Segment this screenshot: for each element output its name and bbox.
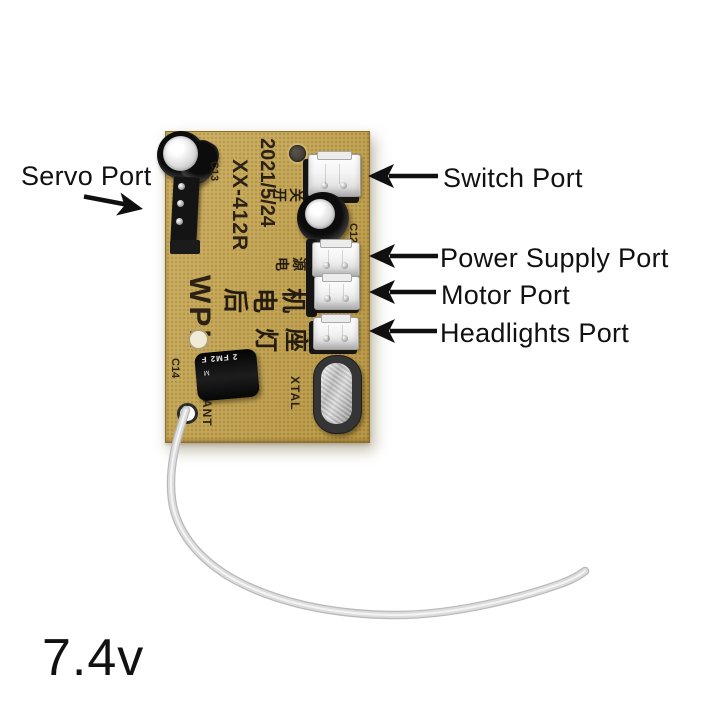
motor-port-label: Motor Port — [441, 280, 571, 310]
silkscreen-lamp-socket-cn: 灯座 — [252, 328, 309, 352]
silkscreen-xtal-label: XTAL — [288, 376, 302, 411]
headlights-port-arrow — [369, 319, 437, 343]
capacitor-c14: 2 FM2 F M — [194, 348, 260, 402]
connector-pin — [323, 262, 330, 269]
servo-port-arrow — [83, 192, 143, 216]
mounting-hole — [289, 145, 306, 162]
silkscreen-rear-motor-cn: 后电机 — [221, 287, 308, 314]
crystal-oscillator — [313, 355, 362, 434]
connector-pin — [324, 295, 331, 302]
servo-header-pin — [177, 200, 184, 207]
servo-header-pin — [176, 218, 183, 225]
capacitor-c13-top — [163, 136, 198, 171]
connector-pin — [341, 262, 348, 269]
capacitor-c14-polarity: M — [203, 368, 210, 377]
via-hole — [188, 329, 209, 350]
power-supply-port-label: Power Supply Port — [440, 243, 669, 273]
switch-connector — [308, 151, 361, 197]
connector-pin — [340, 182, 347, 189]
antenna-pad — [177, 403, 198, 424]
connector-pin — [342, 295, 349, 302]
servo-pin-header — [170, 176, 200, 244]
silkscreen-c13-label: C13 — [208, 161, 220, 182]
silkscreen-power-cn: 电源 — [274, 257, 307, 271]
silkscreen-ant-label: ANT — [200, 399, 214, 427]
motor-connector — [314, 273, 360, 310]
servo-header-pin — [178, 183, 185, 190]
silkscreen-c14-label: C14 — [169, 358, 181, 379]
servo-port-label: Servo Port — [21, 161, 152, 191]
servo-header-base — [170, 240, 200, 254]
silkscreen-date-code: 2021/5/24 — [256, 138, 278, 227]
voltage-label: 7.4v — [42, 629, 145, 687]
pcb-board: C13 XX-412R 2021/5/24 WPL 开关 C12 电源 后电机 … — [157, 131, 370, 443]
silkscreen-model: XX-412R — [228, 159, 251, 252]
crystal-oscillator-can — [321, 363, 352, 424]
headlights-connector — [313, 314, 359, 350]
switch-port-label: Switch Port — [443, 163, 583, 193]
silkscreen-switch-cn: 开关 — [272, 188, 304, 202]
connector-pin — [321, 182, 328, 189]
capacitor-c12-top — [305, 199, 335, 229]
connector-pin — [341, 335, 348, 342]
headlights-port-label: Headlights Port — [440, 318, 630, 348]
motor-port-arrow — [369, 280, 436, 304]
power-supply-port-arrow — [369, 244, 438, 268]
capacitor-c14-marking: 2 FM2 F — [200, 352, 238, 365]
power-connector — [312, 239, 360, 277]
connector-pin — [323, 335, 330, 342]
switch-port-arrow — [368, 164, 438, 188]
